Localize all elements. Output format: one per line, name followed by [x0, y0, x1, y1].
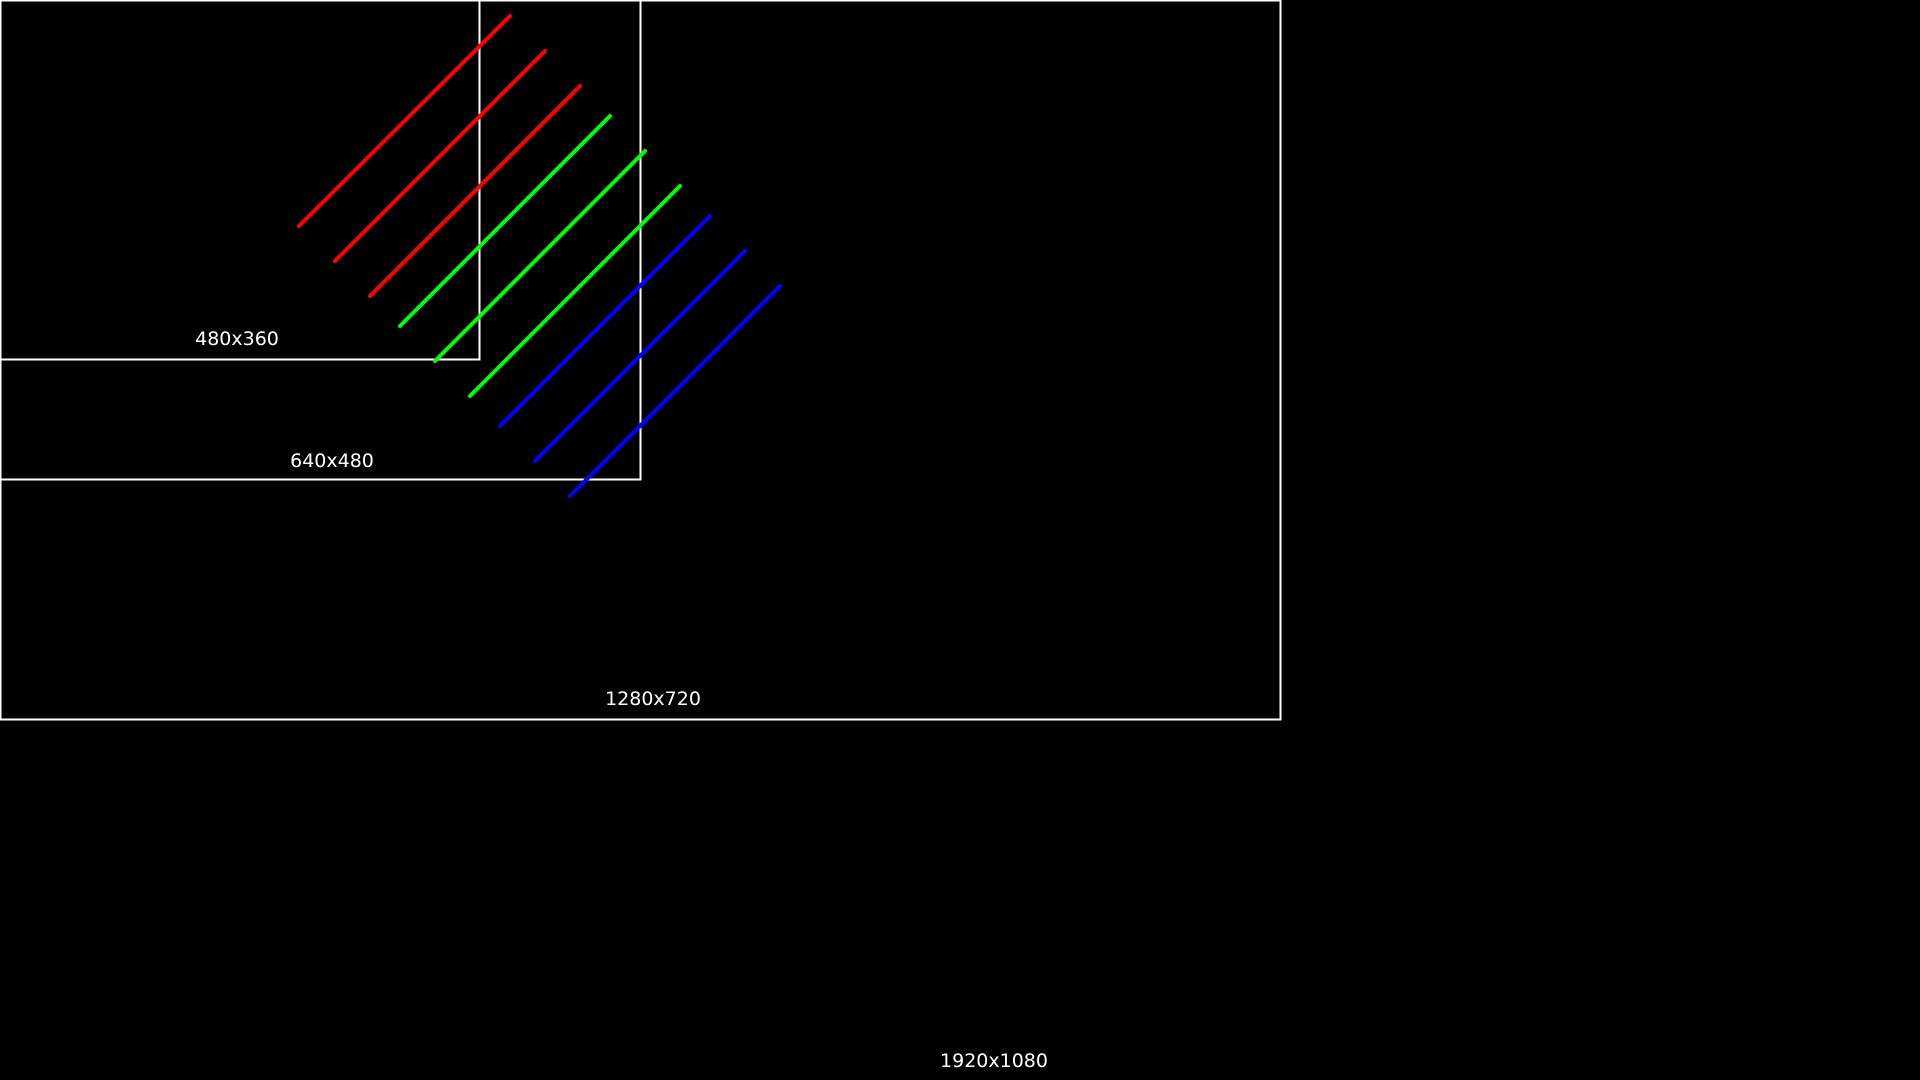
frame-480x360 [0, 0, 481, 361]
label-640x480: 640x480 [290, 450, 374, 472]
label-480x360: 480x360 [195, 328, 279, 350]
frame-640x480 [0, 0, 642, 481]
green-line-2 [433, 149, 647, 363]
test-lines [297, 14, 782, 498]
red-line-2 [333, 49, 547, 263]
red-line-3 [368, 84, 582, 298]
green-line-1 [398, 114, 612, 328]
blue-line-2 [533, 249, 747, 463]
label-1920x1080: 1920x1080 [940, 1050, 1048, 1072]
red-line-1 [297, 14, 512, 228]
blue-line-3 [568, 284, 782, 498]
label-1280x720: 1280x720 [605, 688, 701, 710]
green-line-3 [468, 184, 682, 398]
blue-line-1 [498, 214, 712, 428]
